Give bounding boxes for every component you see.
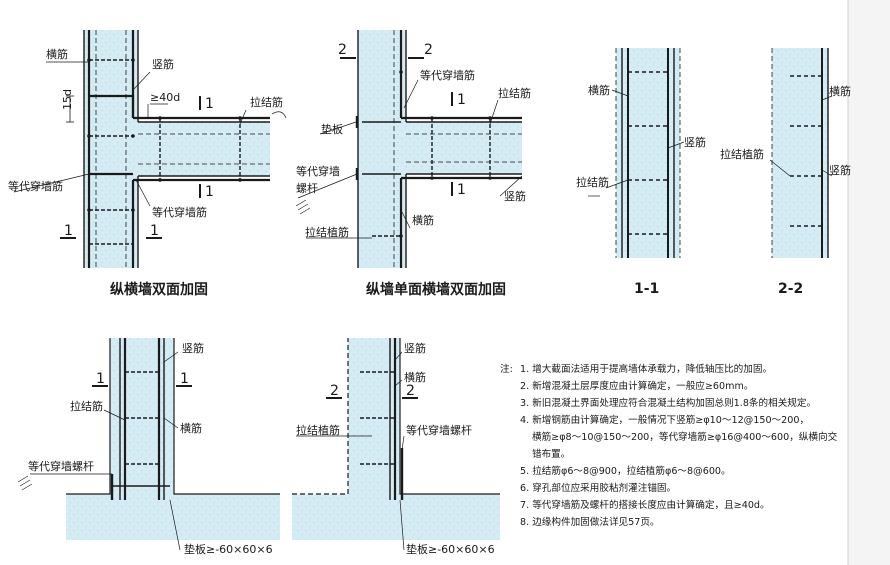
transverse-wall-section: [406, 122, 522, 174]
note-line: 8. 边缘构件加固做法详见57页。: [520, 516, 660, 528]
label-15d: 15d: [61, 89, 74, 110]
longitudinal-wall-section: [358, 30, 406, 268]
label-tie-bar: 拉结筋: [498, 86, 531, 100]
note-line: 5. 拉结筋φ6～8@900，拉结植筋φ6～8@600。: [520, 465, 731, 477]
label-vertical-bar: 竖筋: [684, 135, 706, 149]
label-bolt-line2: 螺杆: [296, 181, 318, 195]
label-vertical-bar: 竖筋: [404, 341, 426, 355]
transverse-wall-section: [138, 122, 270, 176]
notes-prefix: 注:: [500, 363, 513, 375]
note-line: 2. 新增混凝土层厚度应由计算确定，一般应≥60mm。: [520, 380, 753, 392]
cut-mark-1c: 1: [64, 223, 73, 239]
section-1-1-wall: [616, 48, 680, 258]
cut-mark-1a: 1: [457, 92, 466, 108]
label-vertical-bar: 竖筋: [182, 341, 204, 355]
note-line: 1. 增大截面法适用于提高墙体承载力，降低轴压比的加固。: [520, 363, 772, 375]
section-1-1: 横筋 竖筋 拉结筋 1-1: [576, 48, 706, 297]
cut-mark-1b: 1: [457, 182, 466, 198]
cut-mark-2b: 2: [406, 383, 415, 399]
note-line: 错布置。: [532, 448, 570, 460]
label-tie-bar: 拉结筋: [70, 399, 103, 413]
label-horizontal-bar: 横筋: [412, 213, 434, 227]
label-bolt-line1: 等代穿墙: [296, 164, 340, 178]
label-equivalent-through-bar-bottom: 等代穿墙筋: [152, 205, 207, 219]
label-anchor-length: ≥40d: [150, 91, 180, 104]
note-line: 横筋≥φ8～10@150～200，等代穿墙筋≥φ16@400～600，纵横向交: [532, 431, 838, 443]
label-vertical-bar: 竖筋: [504, 189, 526, 203]
note-line: 7. 等代穿墙筋及螺杆的搭接长度应由计算确定，且≥40d。: [520, 499, 770, 511]
label-equivalent-through-bar-left: 等代穿墙筋: [8, 179, 63, 193]
label-planted-tie-bar: 拉结植筋: [720, 147, 764, 161]
label-vertical-bar: 竖筋: [829, 163, 851, 177]
label-backing-plate: 垫板≥-60×60×6: [184, 542, 273, 556]
label-backing-plate: 垫板: [321, 122, 343, 136]
label-tie-bar: 拉结筋: [250, 95, 283, 109]
cut-mark-1d: 1: [150, 223, 159, 239]
cut-mark-2b: 2: [424, 42, 433, 58]
label-through-bolt: 等代穿墙螺杆: [406, 423, 472, 437]
label-horizontal-bar: 横筋: [588, 83, 610, 97]
diagram-2-title: 纵墙单面横墙双面加固: [366, 281, 506, 298]
cut-mark-2a: 2: [338, 42, 347, 58]
cut-mark-2a: 2: [330, 383, 339, 399]
wall-section: [348, 338, 400, 494]
cut-mark-1b: 1: [180, 371, 189, 387]
label-vertical-bar: 竖筋: [152, 57, 174, 71]
label-planted-tie-bar: 拉结植筋: [305, 225, 349, 239]
label-through-bolt: 等代穿墙螺杆: [28, 459, 94, 473]
diagram-foundation-single: 竖筋 横筋 2 2 拉结植筋 等代穿墙螺杆 垫板≥-60×60×6: [292, 338, 500, 556]
label-equivalent-through-bar: 等代穿墙筋: [420, 68, 475, 82]
cut-mark-1a: 1: [96, 371, 105, 387]
diagram-longitudinal-single-transverse-double: 2 2 1 1 等代穿墙筋 拉结筋 垫板 等代穿墙 螺杆 竖筋 横筋 拉结植筋 …: [295, 30, 531, 298]
note-line: 4. 新增钢筋由计算确定，一般情况下竖筋≥φ10～12@150～200，: [520, 414, 809, 426]
cut-mark-1a: 1: [205, 96, 214, 112]
longitudinal-wall-section: [84, 30, 138, 268]
cut-mark-1b: 1: [205, 184, 214, 200]
section-2-2-title: 2-2: [778, 281, 803, 297]
notes-block: 注: 1. 增大截面法适用于提高墙体承载力，降低轴压比的加固。 2. 新增混凝土…: [500, 363, 838, 528]
note-line: 3. 新旧混凝土界面处理应符合混凝土结构加固总则1.8条的相关规定。: [520, 397, 816, 409]
label-horizontal-bar: 横筋: [829, 84, 851, 98]
foundation-section: [292, 494, 500, 540]
diagram-longitudinal-transverse-double: 横筋 竖筋 ≥40d 拉结筋 15d 等代穿墙筋 等代穿墙筋 1 1 1 1 纵…: [8, 30, 287, 298]
note-line: 6. 穿孔部位应采用胶粘剂灌注锚固。: [520, 482, 676, 494]
label-horizontal-bar: 横筋: [404, 370, 426, 384]
label-backing-plate: 垫板≥-60×60×6: [406, 542, 495, 556]
diagram-foundation-double: 竖筋 1 1 拉结筋 横筋 等代穿墙螺杆 垫板≥-60×60×6: [17, 338, 280, 556]
section-2-2: 横筋 拉结植筋 竖筋 2-2: [720, 48, 851, 297]
section-1-1-title: 1-1: [634, 281, 659, 297]
diagram-1-title: 纵横墙双面加固: [110, 281, 208, 298]
foundation-section: [66, 494, 280, 540]
label-horizontal-bar: 横筋: [180, 421, 202, 435]
label-planted-tie-bar: 拉结植筋: [296, 423, 340, 437]
section-2-2-wall: [772, 48, 828, 258]
label-horizontal-bar: 横筋: [46, 47, 68, 61]
label-tie-bar: 拉结筋: [576, 175, 609, 189]
